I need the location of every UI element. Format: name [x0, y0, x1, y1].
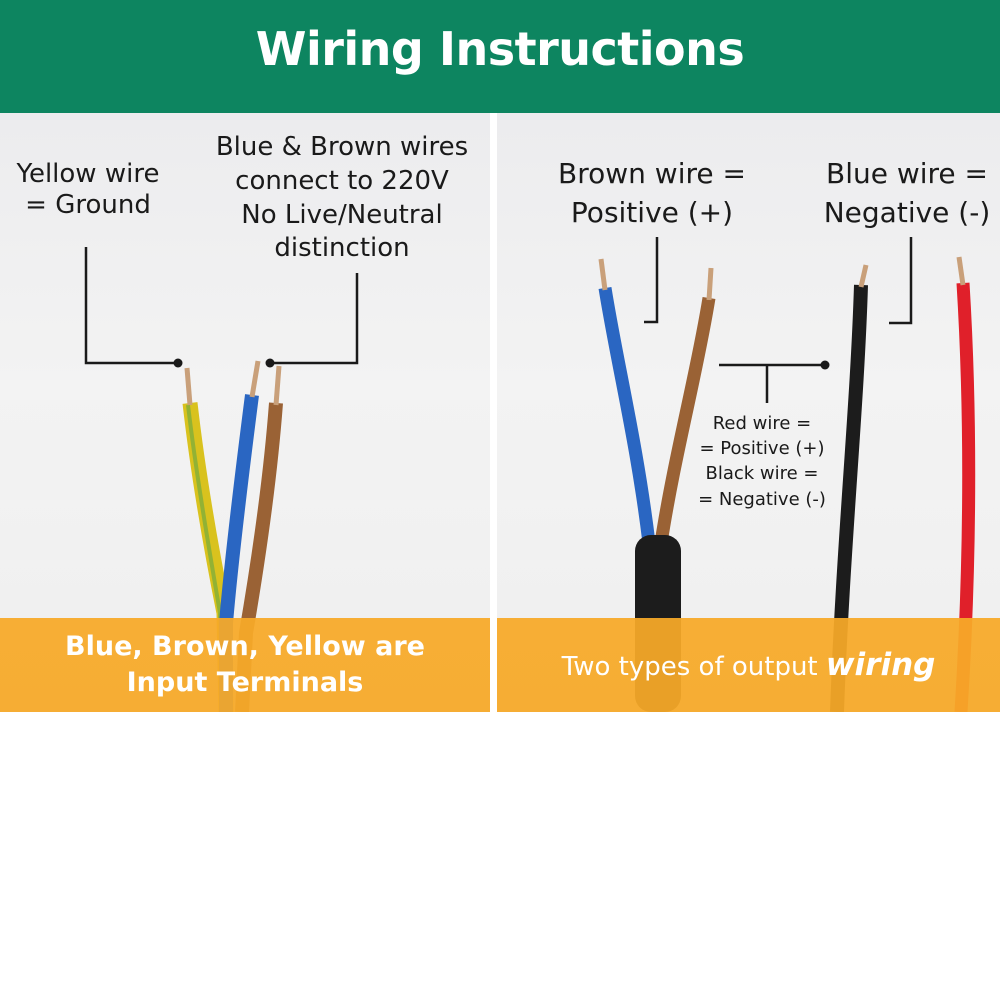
input-wiring-panel: Yellow wire = Ground Blue & Brown wires …: [0, 113, 490, 712]
bluebrown-label-leader: [270, 273, 359, 365]
redblack-label-line4: = Negative (-): [698, 488, 826, 510]
brown-label-line2: Positive (+): [570, 195, 734, 229]
brown-input-wire: [235, 402, 283, 712]
black-output-tip: [858, 264, 869, 288]
output-wires-illustration: [598, 237, 976, 712]
yellow-label-line1: Yellow wire: [16, 159, 160, 189]
bluebrown-leader-dot: [265, 358, 275, 368]
blue-label-line1: Blue wire =: [825, 157, 989, 190]
blue-wire-tip: [249, 360, 261, 398]
header-bar: Wiring Instructions: [0, 0, 1000, 113]
blue-label-leader: [889, 237, 913, 325]
output-wiring-banner: Two types of output wiring: [497, 618, 1000, 712]
blue-input-wire: [219, 394, 259, 712]
yellow-label-leader: [84, 247, 178, 365]
red-output-tip: [956, 256, 966, 286]
redblack-label-line1: Red wire =: [712, 413, 812, 434]
redblack-label-line3: Black wire =: [705, 463, 819, 485]
bluebrown-label-line2: connect to 220V: [235, 165, 449, 196]
input-wires-illustration: [84, 247, 359, 712]
yellow-wire-label: Yellow wire = Ground: [8, 159, 168, 221]
bluebrown-label-line1: Blue & Brown wires: [215, 132, 469, 162]
input-terminals-banner: Blue, Brown, Yellow are Input Terminals: [0, 618, 490, 712]
yellow-leader-dot: [173, 358, 183, 368]
brown-output-wire: [654, 296, 716, 544]
redblack-label-leader: [719, 363, 825, 403]
yellow-label-line2: = Ground: [25, 190, 151, 221]
output-banner-text: Two types of output wiring: [562, 647, 936, 683]
input-banner-text: Blue, Brown, Yellow are Input Terminals: [65, 629, 425, 700]
output-banner-main: Two types of output: [561, 652, 818, 682]
blue-output-tip: [598, 258, 608, 291]
brown-wire-label: Brown wire = Positive (+): [547, 155, 757, 232]
red-black-wire-label: Red wire = = Positive (+) Black wire = =…: [687, 411, 837, 512]
page-title: Wiring Instructions: [255, 21, 745, 76]
blue-output-wire: [598, 286, 656, 544]
input-banner-line2: Input Terminals: [126, 667, 364, 698]
redblack-label-line2: = Positive (+): [699, 438, 825, 460]
output-banner-emphasis: wiring: [825, 647, 936, 683]
blue-brown-wire-label: Blue & Brown wires connect to 220V No Li…: [198, 131, 486, 266]
blue-wire-label: Blue wire = Negative (-): [815, 155, 999, 232]
redblack-leader-dot: [820, 360, 830, 370]
yellow-wire-tip: [184, 367, 193, 406]
brown-label-line1: Brown wire =: [558, 157, 746, 190]
brown-output-tip: [706, 267, 714, 301]
brown-label-leader: [644, 237, 659, 324]
input-banner-line1: Blue, Brown, Yellow are: [65, 631, 425, 663]
output-wiring-panel: Brown wire = Positive (+) Blue wire = Ne…: [497, 113, 1000, 712]
bluebrown-label-line4: distinction: [274, 233, 410, 264]
bluebrown-label-line3: No Live/Neutral: [241, 199, 443, 230]
blue-label-line2: Negative (-): [823, 195, 991, 229]
brown-wire-tip: [273, 365, 282, 406]
yellow-wire-stripe: [186, 404, 224, 712]
panel-divider: [490, 113, 497, 712]
